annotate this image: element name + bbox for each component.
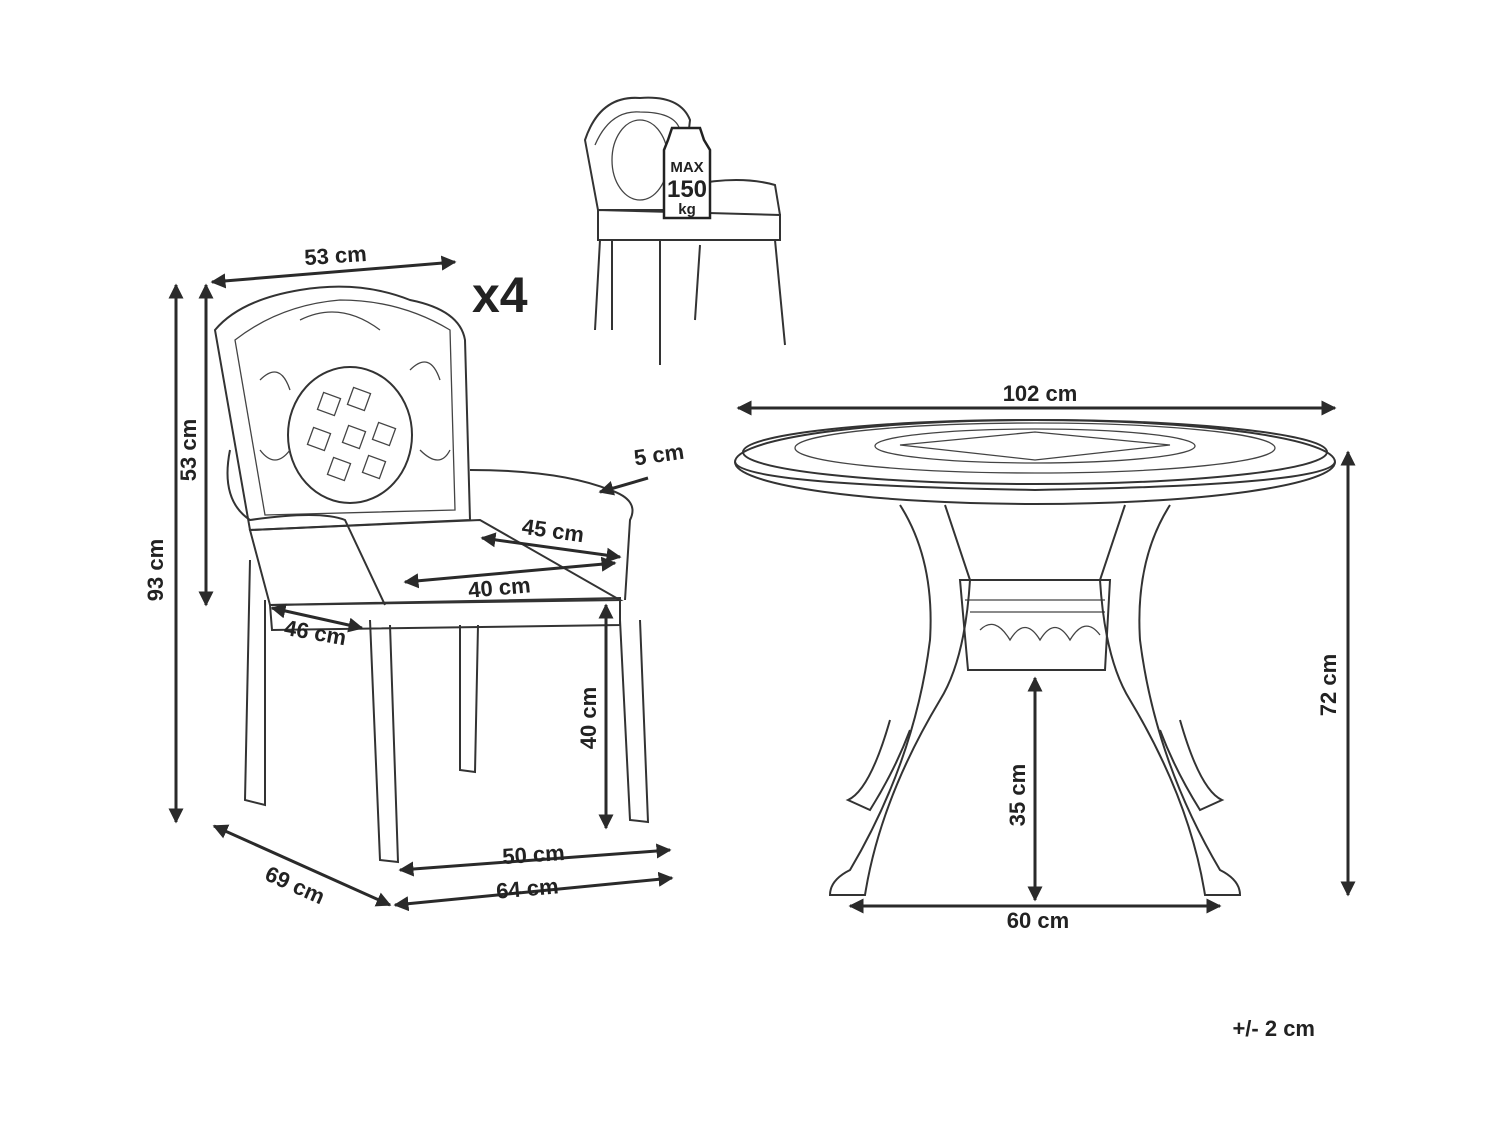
- weight-capacity-icon: MAX 150 kg: [662, 126, 712, 220]
- tolerance-note: +/- 2 cm: [1232, 1016, 1315, 1041]
- table-illustration: [734, 419, 1336, 896]
- seat-width-arrow: [403, 556, 617, 589]
- chair-depth-label: 69 cm: [261, 861, 328, 909]
- seat-side-arrow: [270, 603, 364, 633]
- chair-top-width-arrow: [210, 255, 457, 289]
- base-width-label: 64 cm: [495, 873, 559, 903]
- armrest-width-label: 5 cm: [632, 439, 685, 471]
- table-base-label: 60 cm: [1007, 908, 1069, 933]
- base-width-arrow: [393, 871, 674, 912]
- weight-max-label: MAX: [670, 159, 703, 176]
- chair-height-label: 93 cm: [143, 539, 168, 601]
- seat-depth-label: 45 cm: [520, 514, 585, 547]
- seat-height-label: 40 cm: [576, 687, 601, 749]
- weight-unit: kg: [678, 201, 696, 218]
- seat-side-label: 46 cm: [282, 615, 348, 650]
- weight-value: 150: [667, 176, 707, 203]
- table-clearance-label: 35 cm: [1005, 764, 1030, 826]
- table-height-label: 72 cm: [1316, 654, 1341, 716]
- quantity-label: x4: [472, 267, 528, 323]
- back-height-label: 53 cm: [176, 419, 201, 481]
- armrest-arrow: [598, 476, 649, 496]
- leg-width-arrow: [398, 843, 672, 877]
- chair-top-width-label: 53 cm: [303, 241, 367, 270]
- chair-illustration: [213, 285, 650, 864]
- seat-width-label: 40 cm: [467, 572, 531, 602]
- seat-depth-arrow: [480, 532, 622, 563]
- table-diameter-label: 102 cm: [1003, 381, 1078, 406]
- chair-depth-arrow: [212, 824, 392, 907]
- leg-width-label: 50 cm: [501, 840, 565, 869]
